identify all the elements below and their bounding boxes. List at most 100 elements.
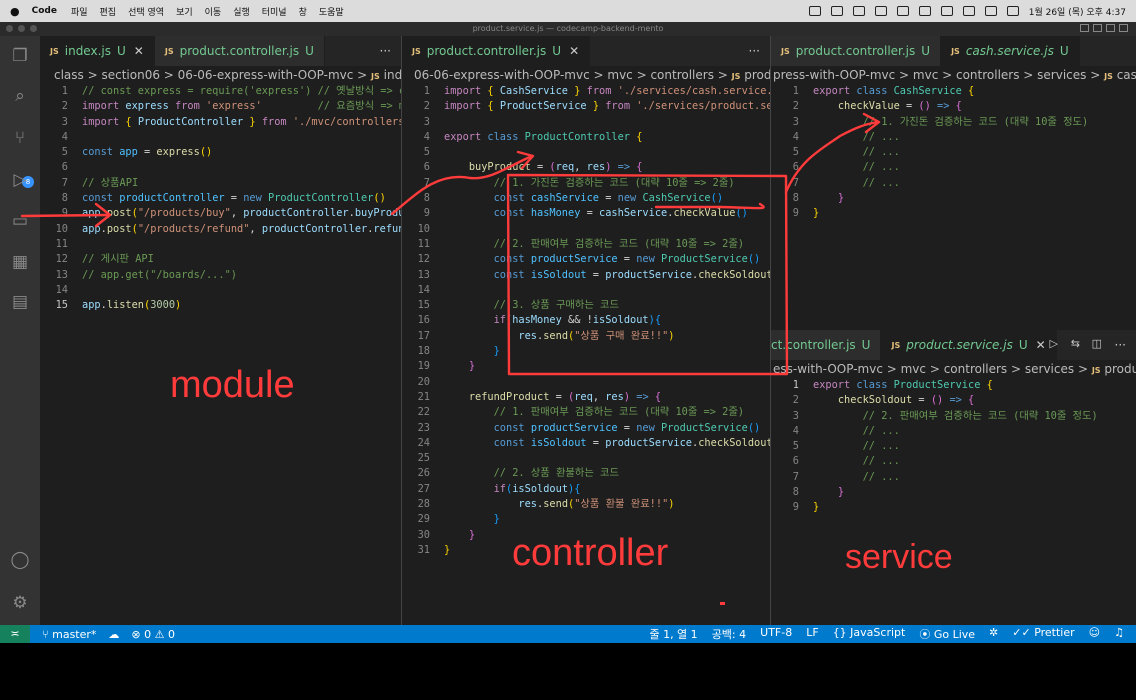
close-window-button[interactable] <box>6 25 13 32</box>
tab-index-js[interactable]: JS index.js U ✕ <box>40 36 155 66</box>
menu-view[interactable]: 보기 <box>176 7 193 18</box>
remote-indicator-icon[interactable]: ≍ <box>0 625 30 643</box>
status-menu-icon[interactable] <box>808 6 821 16</box>
breadcrumb-item[interactable]: product.con <box>744 68 770 82</box>
extensions-icon[interactable]: ▦ <box>11 252 29 272</box>
more-actions-icon[interactable]: ··· <box>1114 338 1126 352</box>
annotation-service: service <box>845 538 953 576</box>
menubar-clock[interactable]: 1월 26일 (목) 오후 4:37 <box>1028 7 1126 18</box>
breadcrumb-item[interactable]: product.servic <box>1104 362 1136 376</box>
close-icon[interactable]: ✕ <box>569 44 580 58</box>
cursor-position[interactable]: 줄 1, 열 1 <box>649 628 698 641</box>
git-branch[interactable]: ⑂ master* <box>42 627 97 641</box>
prettier-button[interactable]: ✓✓ Prettier <box>1012 626 1075 639</box>
breadcrumb-item[interactable]: mvc <box>912 68 939 82</box>
go-live-button[interactable]: ⦿ Go Live <box>919 628 976 641</box>
breadcrumb-item[interactable]: services <box>1024 362 1075 376</box>
breadcrumb-item[interactable]: controllers <box>955 68 1020 82</box>
menu-selection[interactable]: 선택 영역 <box>128 7 165 18</box>
breadcrumb-item[interactable]: section06 <box>101 68 160 82</box>
breadcrumb-item[interactable]: ess-with-OOP-mvc <box>773 362 883 376</box>
toggle-panel-icon[interactable] <box>1093 24 1102 32</box>
js-file-icon: JS <box>951 46 960 56</box>
customize-layout-icon[interactable] <box>1119 24 1128 32</box>
tab-product-controller-js[interactable]: JS product.controller.js U <box>771 36 942 66</box>
tab-product-controller-js[interactable]: ct.controller.js U <box>771 330 882 360</box>
more-actions-icon[interactable]: ··· <box>379 44 391 58</box>
split-editor-icon[interactable]: ◫ <box>1091 337 1102 350</box>
pane-divider[interactable] <box>401 36 402 625</box>
breadcrumb-item[interactable]: index.js <box>383 68 401 82</box>
search-icon[interactable]: ⌕ <box>15 86 25 106</box>
wifi-icon[interactable] <box>962 6 975 16</box>
copilot-icon[interactable]: ✲ <box>989 626 999 639</box>
apple-icon[interactable]: ● <box>10 4 20 18</box>
files-icon[interactable]: ❐ <box>12 46 28 66</box>
tab-status: U <box>921 44 931 58</box>
breadcrumb-item[interactable]: mvc <box>607 68 633 82</box>
indentation[interactable]: 공백: 4 <box>711 628 747 641</box>
window-controls <box>6 25 37 32</box>
search-icon[interactable] <box>984 6 997 16</box>
status-menu-icon[interactable] <box>874 6 887 16</box>
breadcrumb-item[interactable]: press-with-OOP-mvc <box>773 68 896 82</box>
language-mode[interactable]: {} JavaScript <box>832 626 906 639</box>
tab-bar: JS product.controller.js U ✕ ··· <box>402 36 770 66</box>
compare-changes-icon[interactable]: ⇆ <box>1070 337 1080 350</box>
minimize-window-button[interactable] <box>18 25 25 32</box>
docker-icon[interactable]: ▤ <box>11 292 29 312</box>
control-center-icon[interactable] <box>1006 6 1019 16</box>
toggle-sidebar-icon[interactable] <box>1080 24 1089 32</box>
menu-terminal[interactable]: 터미널 <box>261 7 287 18</box>
sync-icon[interactable]: ☁ <box>108 627 120 641</box>
tab-product-controller-js[interactable]: JS product.controller.js U ✕ <box>402 36 591 66</box>
breadcrumb-item[interactable]: cash.servic <box>1116 68 1136 82</box>
settings-gear-icon[interactable]: ⚙ <box>12 593 28 613</box>
run-icon[interactable]: ▷ <box>1049 337 1058 350</box>
menu-edit[interactable]: 편집 <box>99 7 117 18</box>
js-file-icon: JS <box>1104 72 1113 81</box>
menu-run[interactable]: 실행 <box>233 7 250 18</box>
editor-group-cash-service: JS product.controller.js U JS cash.servi… <box>771 36 1136 331</box>
menu-go[interactable]: 이동 <box>204 7 222 18</box>
code-editor[interactable]: 1// const express = require('express') /… <box>55 85 401 312</box>
more-actions-icon[interactable]: ··· <box>748 44 760 58</box>
breadcrumb-item[interactable]: 06-06-express-with-OOP-mvc <box>414 68 590 82</box>
toggle-secondary-sidebar-icon[interactable] <box>1106 24 1115 32</box>
breadcrumb-item[interactable]: mvc <box>900 362 926 376</box>
feedback-icon[interactable]: ☺ <box>1088 626 1101 639</box>
run-debug-icon[interactable]: ▷ <box>13 170 27 190</box>
encoding[interactable]: UTF-8 <box>760 626 793 639</box>
close-icon[interactable]: ✕ <box>1035 338 1046 352</box>
source-control-icon[interactable]: ⑂ <box>14 128 26 148</box>
breadcrumb-item[interactable]: controllers <box>943 362 1008 376</box>
account-icon[interactable]: ◯ <box>10 550 30 570</box>
breadcrumb-item[interactable]: class <box>54 68 84 82</box>
js-file-icon: JS <box>731 72 741 81</box>
breadcrumb-item[interactable]: 06-06-express-with-OOP-mvc <box>177 68 354 82</box>
tab-cash-service-js[interactable]: JS cash.service.js U <box>941 36 1080 66</box>
zoom-window-button[interactable] <box>30 25 37 32</box>
end-of-line[interactable]: LF <box>806 626 819 639</box>
tab-bar: JS product.controller.js U JS cash.servi… <box>771 36 1136 66</box>
status-menu-icon[interactable] <box>918 6 931 16</box>
remote-explorer-icon[interactable]: ▭ <box>11 211 29 231</box>
battery-icon[interactable] <box>940 6 953 16</box>
close-icon[interactable]: ✕ <box>133 44 144 58</box>
menu-help[interactable]: 도움말 <box>318 7 344 18</box>
tab-product-service-js[interactable]: JS product.service.js U ✕ <box>881 330 1057 360</box>
status-menu-icon[interactable] <box>852 6 865 16</box>
menu-window[interactable]: 창 <box>298 7 307 18</box>
status-menu-icon[interactable] <box>830 6 843 16</box>
breadcrumb-item[interactable]: controllers <box>650 68 714 82</box>
status-menu-icon[interactable] <box>896 6 909 16</box>
notifications-bell-icon[interactable]: ♫ <box>1114 626 1124 639</box>
problems-count[interactable]: ⊗ 0 ⚠ 0 <box>131 627 175 641</box>
menu-file[interactable]: 파일 <box>70 7 88 18</box>
tab-product-controller-js[interactable]: JS product.controller.js U <box>154 36 325 66</box>
menu-app-name[interactable]: Code <box>31 6 57 16</box>
breadcrumb-item[interactable]: services <box>1037 68 1087 82</box>
